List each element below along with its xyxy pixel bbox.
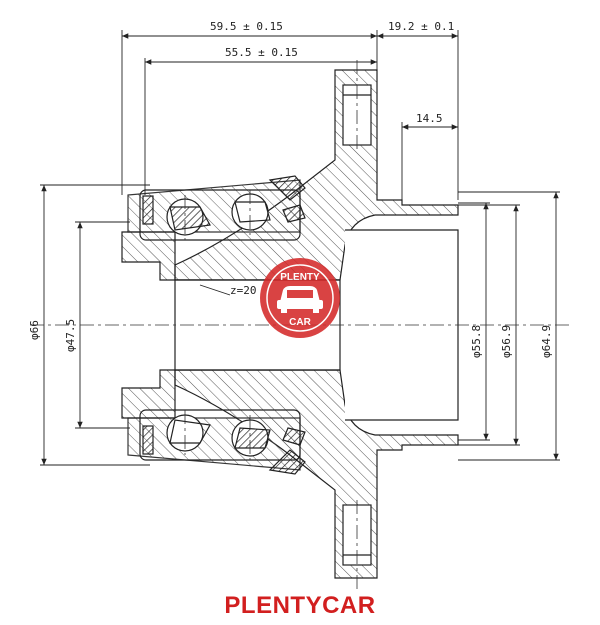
dim-flange-offset: 19.2 ± 0.1: [388, 20, 454, 33]
dim-dia-pilot-mid: φ56.9: [500, 325, 513, 358]
dim-spline: z=20: [230, 284, 257, 297]
spline-leader: [199, 284, 231, 296]
dim-pilot-length: 14.5: [416, 112, 443, 125]
dim-overall-length: 59.5 ± 0.15: [210, 20, 283, 33]
car-icon: [277, 286, 323, 313]
svg-text:PLENTY: PLENTY: [280, 272, 320, 283]
bearing-upper: [139, 175, 306, 241]
dim-dia-pilot-small: φ55.8: [470, 325, 483, 358]
dim-dia-outer: φ66: [28, 320, 41, 340]
dimension-lines: [40, 30, 560, 466]
dim-inner-length: 55.5 ± 0.15: [225, 46, 298, 59]
brand-name: PLENTYCAR: [224, 592, 376, 619]
svg-text:CAR: CAR: [289, 317, 311, 328]
dim-dia-pilot-large: φ64.9: [540, 325, 553, 358]
dim-dia-bore: φ47.5: [64, 319, 77, 352]
bearing-lower: [139, 409, 306, 475]
plentycar-logo-watermark: PLENTY CAR: [260, 258, 340, 338]
wheel-hub-bearing-drawing: 59.5 ± 0.15 55.5 ± 0.15 19.2 ± 0.1 14.5 …: [28, 20, 570, 590]
